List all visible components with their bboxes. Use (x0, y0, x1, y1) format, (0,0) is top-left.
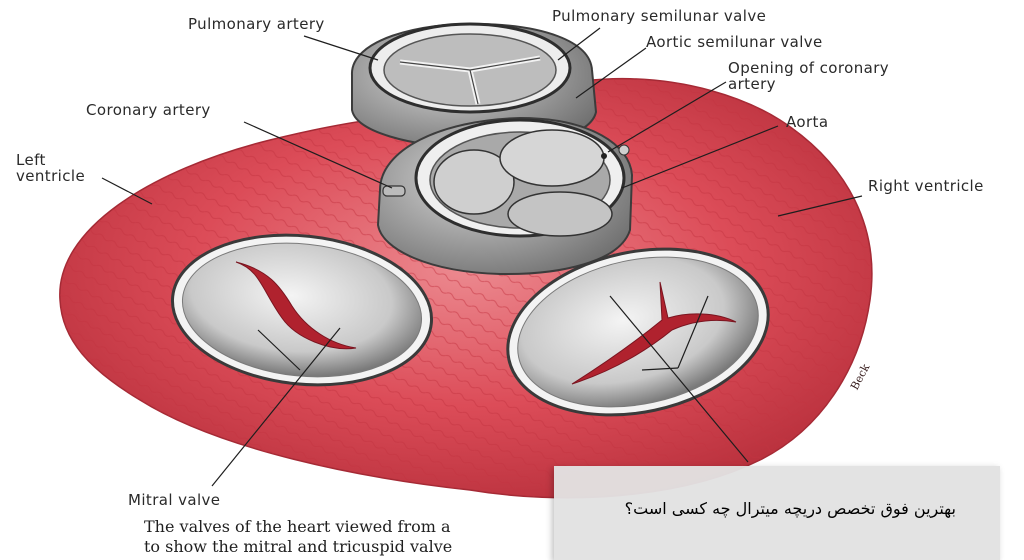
label-aorta: Aorta (786, 113, 829, 131)
label-right-ventricle: Right ventricle (868, 177, 984, 195)
label-opening-coronary-artery-2: artery (728, 75, 776, 93)
question-overlay: بهترین فوق تخصص دریچه میترال چه کسی است؟ (554, 466, 1000, 560)
caption-line-1: The valves of the heart viewed from a (144, 517, 451, 536)
label-opening-coronary-artery-1: Opening of coronary (728, 59, 890, 77)
label-left-ventricle-2: ventricle (16, 167, 86, 185)
label-aortic-semilunar-valve: Aortic semilunar valve (646, 33, 823, 51)
caption-line-2: to show the mitral and tricuspid valve (144, 537, 453, 556)
leader-lines (101, 27, 863, 487)
label-coronary-artery: Coronary artery (86, 101, 211, 119)
label-pulmonary-semilunar-valve: Pulmonary semilunar valve (552, 7, 767, 25)
label-left-ventricle-1: Left (16, 151, 46, 169)
label-pulmonary-artery: Pulmonary artery (188, 15, 325, 33)
question-text: بهترین فوق تخصص دریچه میترال چه کسی است؟ (624, 498, 956, 518)
tricuspid-valve-shape (506, 247, 770, 417)
aortic-valve (376, 116, 634, 276)
mitral-valve-shape (170, 233, 434, 387)
pulmonary-valve (350, 22, 598, 150)
label-mitral-valve: Mitral valve (128, 491, 221, 509)
